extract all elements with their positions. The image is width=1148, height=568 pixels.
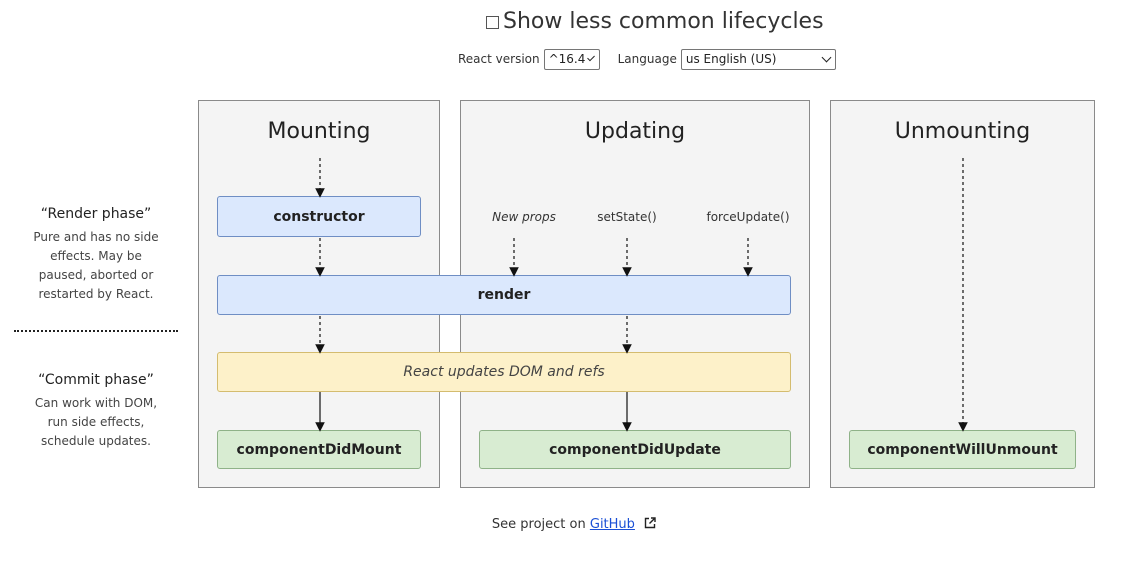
- trigger-set-state: setState(): [597, 210, 657, 224]
- commit-phase-title: “Commit phase”: [38, 372, 154, 388]
- language-label: Language: [617, 52, 677, 66]
- footer-prefix: See project on: [491, 517, 586, 532]
- commit-phase-info: “Commit phase” Can work with DOM, run si…: [16, 372, 176, 451]
- github-link[interactable]: GitHub: [589, 517, 635, 532]
- language-value: us English (US): [685, 52, 777, 66]
- react-version-value: ^16.4: [548, 52, 586, 66]
- render-phase-info: “Render phase” Pure and has no side effe…: [16, 206, 176, 304]
- settings-bar: React version ^16.4 Language us English …: [458, 48, 836, 70]
- dom-update-box[interactable]: React updates DOM and refs: [217, 352, 791, 392]
- show-less-common-toggle[interactable]: Show less common lifecycles: [486, 6, 824, 36]
- mounting-title: Mounting: [267, 119, 371, 144]
- unmounting-title: Unmounting: [894, 119, 1031, 144]
- toggle-label[interactable]: Show less common lifecycles: [503, 8, 824, 34]
- updating-title: Updating: [584, 119, 686, 144]
- render-phase-description: Pure and has no side effects. May be pau…: [33, 230, 159, 301]
- component-will-unmount-box[interactable]: componentWillUnmount: [849, 430, 1076, 469]
- render-phase-title: “Render phase”: [40, 206, 152, 222]
- footer: See project on GitHub: [0, 517, 1148, 533]
- trigger-new-props: New props: [492, 210, 556, 224]
- lifecycles-checkbox[interactable]: [486, 16, 499, 29]
- constructor-box[interactable]: constructor: [217, 196, 421, 237]
- render-box[interactable]: render: [217, 275, 791, 315]
- component-did-update-box[interactable]: componentDidUpdate: [479, 430, 791, 469]
- unmounting-render-area: [831, 101, 1094, 334]
- commit-phase-description: Can work with DOM, run side effects, sch…: [34, 396, 158, 448]
- react-version-select[interactable]: ^16.4: [543, 48, 600, 70]
- trigger-force-update: forceUpdate(): [706, 210, 790, 224]
- language-select[interactable]: us English (US): [680, 48, 836, 70]
- phase-divider: [14, 330, 178, 332]
- external-link-icon[interactable]: [644, 517, 656, 533]
- react-version-label: React version: [458, 52, 540, 66]
